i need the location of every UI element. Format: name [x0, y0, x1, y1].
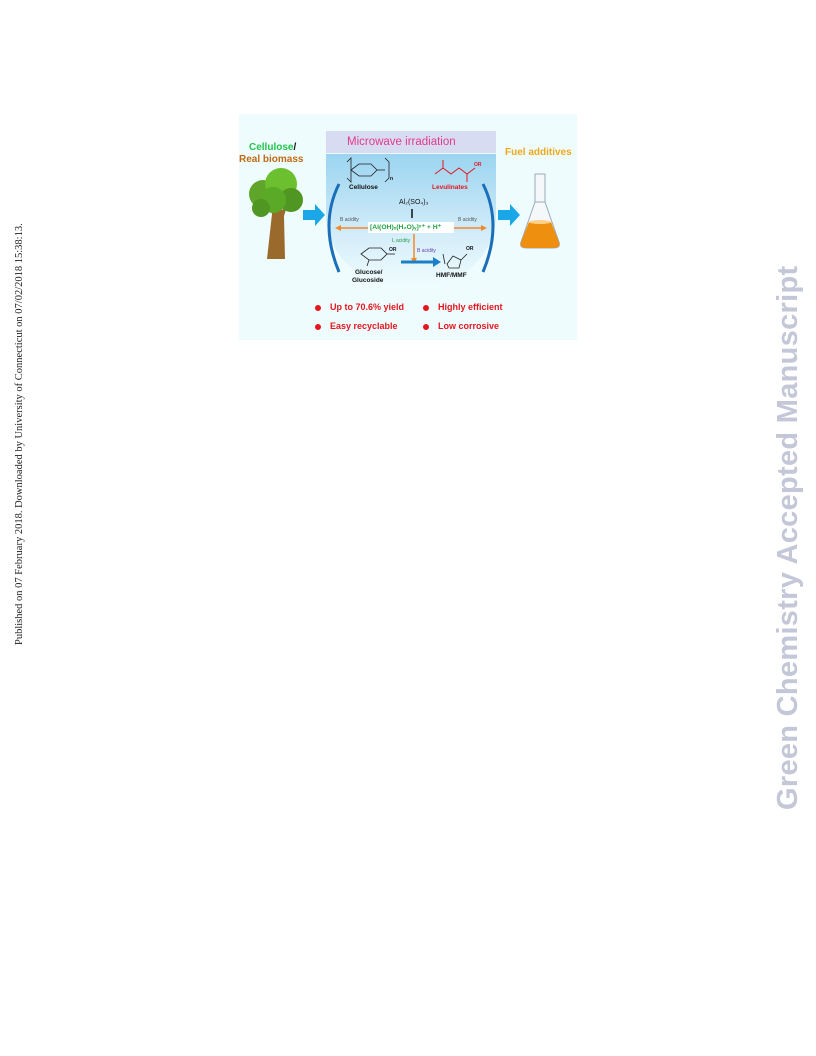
feature-bullet: [315, 324, 321, 330]
feature-corrosive: Low corrosive: [438, 321, 500, 331]
cellulose-molecule-label: Cellulose: [349, 184, 378, 191]
glucose-label-line2: Glucoside: [352, 277, 384, 284]
glucose-label-line1: Glucose/: [355, 269, 383, 276]
feature-bullet: [423, 324, 429, 330]
l-acidity-label: L acidity: [392, 238, 411, 244]
publication-note: Published on 07 February 2018. Downloade…: [14, 223, 25, 645]
real-biomass-title: Real biomass: [239, 154, 304, 165]
glucose-or-label: OR: [389, 247, 397, 253]
b-acidity-bottom-label: B acidity: [417, 248, 436, 254]
flask-icon: [520, 173, 560, 249]
cellulose-molecule-icon: [346, 157, 390, 183]
n-subscript: n: [390, 176, 394, 182]
curved-arrow-left-icon: [327, 183, 341, 273]
levulinates-label: Levulinates: [432, 184, 468, 191]
glucose-molecule-icon: [360, 247, 395, 267]
tree-icon: [249, 168, 303, 259]
b-acidity-right-label: B acidity: [458, 217, 477, 223]
journal-watermark: Green Chemistry Accepted Manuscript: [772, 265, 804, 810]
feature-yield: Up to 70.6% yield: [330, 302, 405, 312]
fuel-additives-title: Fuel additives: [505, 147, 572, 158]
feature-recyclable: Easy recyclable: [330, 321, 398, 331]
b-acidity-left-label: B acidity: [340, 217, 359, 223]
scheme-drawing: [249, 157, 560, 273]
cellulose-title-text: Cellulose: [249, 142, 294, 153]
cellulose-title: Cellulose/: [249, 142, 296, 153]
arrow-right-icon: [498, 204, 520, 226]
microwave-header-band: [326, 131, 496, 153]
hmf-molecule-icon: [442, 253, 468, 269]
arrow-right-icon: [303, 204, 325, 226]
levulinate-or-label: OR: [474, 162, 482, 168]
feature-efficient: Highly efficient: [438, 302, 503, 312]
catalyst-formula: Al₂(SO₄)₃: [399, 199, 429, 206]
curved-arrow-right-icon: [481, 183, 495, 273]
hmf-or-label: OR: [466, 246, 474, 252]
hmf-label: HMF/MMF: [436, 272, 467, 279]
graphical-abstract: Cellulose/ Real biomass Microwave irradi…: [239, 114, 577, 340]
feature-bullet: [315, 305, 321, 311]
levulinate-molecule-icon: [434, 160, 476, 182]
microwave-irradiation-title: Microwave irradiation: [347, 136, 456, 148]
feature-bullet: [423, 305, 429, 311]
active-species-box: [368, 222, 454, 233]
active-species-formula: [Al(OH)ₓ(H₂O)ᵧ]ⁿ⁺ + H⁺: [370, 224, 442, 231]
title-slash: /: [293, 142, 297, 153]
